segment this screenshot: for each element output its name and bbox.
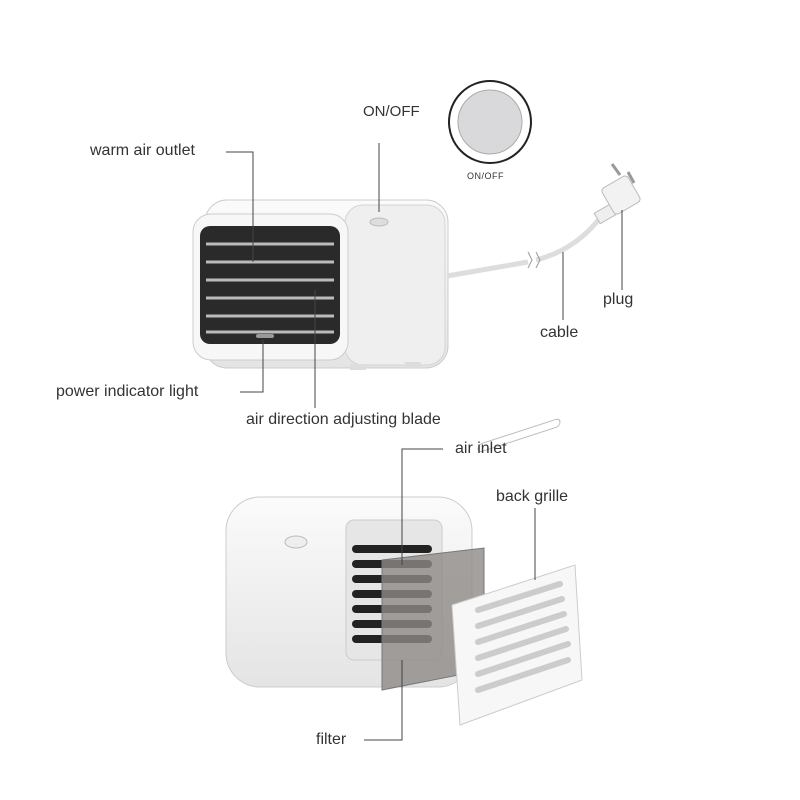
air-direction-blade-label: air direction adjusting blade	[246, 411, 441, 428]
power-indicator-light-label: power indicator light	[56, 383, 199, 400]
plug-label: plug	[603, 291, 634, 308]
on-off-label: ON/OFF	[363, 103, 420, 120]
heater-back-illustration	[225, 418, 583, 726]
leader-lines	[226, 143, 623, 741]
air-inlet-label: air inlet	[455, 440, 507, 457]
warm-air-outlet-label: warm air outlet	[90, 142, 195, 159]
power-button-detail	[448, 80, 532, 164]
heater-front-illustration	[192, 163, 641, 370]
cable-label: cable	[540, 324, 579, 341]
filter-label: filter	[316, 731, 347, 748]
button-caption: ON/OFF	[467, 171, 504, 181]
back-grille-label: back grille	[496, 488, 569, 505]
